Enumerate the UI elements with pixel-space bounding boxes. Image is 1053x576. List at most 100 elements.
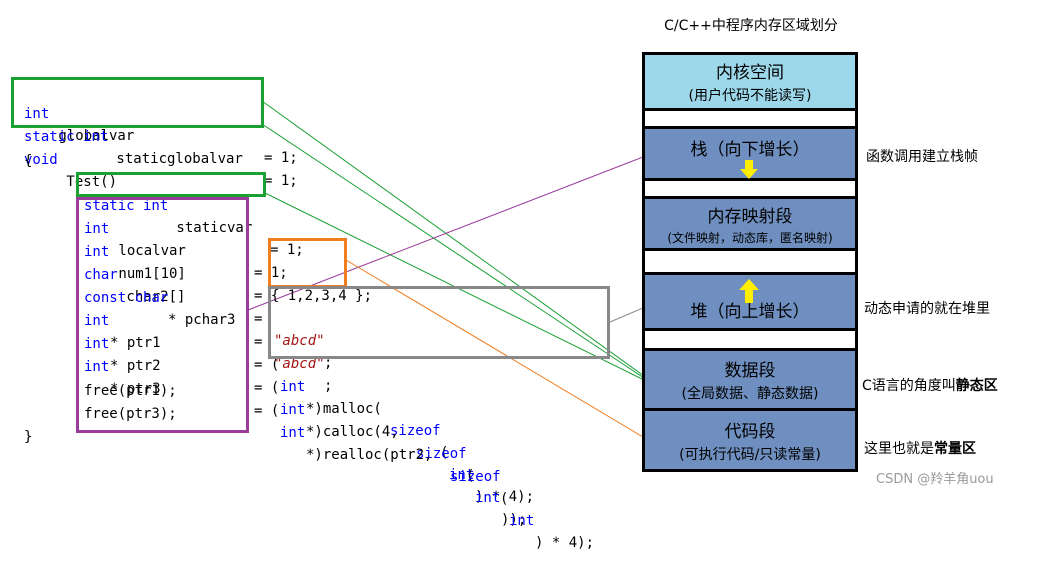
code-line-7: int num1[10] = { 1,2,3,4 }; <box>84 219 372 304</box>
keyword: static int <box>84 198 169 214</box>
gap-segment <box>645 111 855 129</box>
initializer: = 1; <box>264 173 298 189</box>
arrow-up-icon <box>739 279 759 303</box>
keyword: sizeof <box>416 446 467 462</box>
code-block: int globalvar = 1; static int staticglob… <box>24 81 594 551</box>
kernel-sub: (用户代码不能读写) <box>688 88 812 104</box>
note-text-text: 这里也就是 <box>864 441 934 457</box>
call: *)calloc(4, <box>306 424 408 440</box>
kernel-name: 内核空间 <box>716 63 784 83</box>
note-data: C语言的角度叫静态区 <box>862 375 998 395</box>
string-literal: "abcd" <box>274 333 325 349</box>
identifier: staticglobalvar <box>108 151 243 167</box>
kernel-segment: 内核空间 (用户代码不能读写) <box>645 55 855 111</box>
identifier: * ptr2 <box>110 358 161 374</box>
keyword: int <box>84 244 110 260</box>
mmap-segment: 内存映射段 (文件映射，动态库，匿名映射) <box>645 199 855 251</box>
keyword: int <box>475 490 501 506</box>
diagram-title: C/C++中程序内存区域划分 <box>664 18 838 34</box>
initializer: = { 1,2,3,4 }; <box>254 288 373 304</box>
string-literal: "abcd" <box>274 356 325 372</box>
keyword: int <box>280 425 306 441</box>
heap-name: 堆（向上增长） <box>690 302 810 322</box>
semicolon: ; <box>324 355 333 371</box>
paren: ( <box>500 491 509 507</box>
text-name: 代码段 <box>724 421 776 442</box>
gap-segment <box>645 251 855 275</box>
keyword: int <box>509 513 535 529</box>
note-text-bold: 常量区 <box>934 441 976 457</box>
keyword: sizeof <box>450 469 501 485</box>
code-line-11: int * ptr2 = ( int *)calloc(4, sizeof ( … <box>84 311 526 528</box>
code-line-1: int globalvar = 1; <box>24 81 298 166</box>
code-line-13: free(ptr1); <box>84 383 177 399</box>
assign: = ( <box>254 357 280 373</box>
identifier: localvar <box>110 243 186 259</box>
code-line-10: int * ptr1 = ( int *)malloc( sizeof ( in… <box>84 288 534 505</box>
data-name: 数据段 <box>724 361 776 381</box>
semicolon: ; <box>324 378 333 394</box>
code-line-9: const char * pchar3 = "abcd" ; <box>84 265 332 394</box>
code-line-6: int localvar = 1; <box>84 196 288 281</box>
watermark: CSDN @羚羊角uou <box>876 472 994 487</box>
note-data-text: C语言的角度叫 <box>862 378 956 394</box>
assign: = ( <box>254 380 280 396</box>
code-line-12: int * ptr3 = ( int *)realloc(ptr2, sizeo… <box>84 334 594 551</box>
note-stack: 函数调用建立栈帧 <box>866 149 978 165</box>
mmap-sub: (文件映射，动态库，匿名映射) <box>667 230 833 245</box>
assign: = <box>254 334 271 350</box>
call: *)realloc(ptr2, <box>306 447 441 463</box>
function-signature: Test() <box>58 174 118 190</box>
identifier: * ptr1 <box>110 335 161 351</box>
note-text: 这里也就是常量区 <box>864 438 976 458</box>
paren: ( <box>466 468 475 484</box>
identifier: char2[] <box>118 289 186 305</box>
data-sub: (全局数据、静态数据) <box>681 386 819 402</box>
keyword: int <box>84 359 110 375</box>
identifier: * ptr3 <box>110 381 161 397</box>
code-line-15: } <box>24 429 33 445</box>
code-line-2: static int staticglobalvar = 1; <box>24 104 298 189</box>
identifier: num1[10] <box>110 266 186 282</box>
stack-name: 栈（向下增长） <box>690 140 810 160</box>
call-tail: ) * 4); <box>535 535 595 551</box>
initializer: = 1; <box>270 242 304 258</box>
code-line-8: char char2[] = "abcd" ; <box>84 242 332 371</box>
keyword: char <box>84 267 118 283</box>
assign: = ( <box>254 403 280 419</box>
arrow-down-icon <box>740 160 758 179</box>
call: *)malloc( <box>306 401 382 417</box>
identifier: globalvar <box>50 128 135 144</box>
keyword: int <box>84 313 110 329</box>
code-line-14: free(ptr3); <box>84 406 177 422</box>
initializer: = 1; <box>254 265 288 281</box>
paren: ( <box>440 445 449 461</box>
keyword: int <box>84 221 110 237</box>
keyword: int <box>449 467 475 483</box>
identifier: staticvar <box>168 220 253 236</box>
diagram-canvas: int globalvar = 1; static int staticglob… <box>11 18 998 551</box>
gap-segment <box>645 181 855 199</box>
note-data-bold: 静态区 <box>955 378 998 394</box>
assign: = <box>254 311 271 327</box>
keyword: void <box>24 152 58 168</box>
text-sub: (可执行代码/只读常量) <box>679 446 821 463</box>
memory-layout: 内核空间 (用户代码不能读写) 栈（向下增长） 内存映射段 (文件映射，动态库，… <box>642 52 858 472</box>
keyword: int <box>84 336 110 352</box>
code-line-3: void Test() <box>24 127 117 190</box>
note-heap: 动态申请的就在堆里 <box>864 301 990 317</box>
keyword: const char <box>84 290 169 306</box>
keyword: int <box>280 402 306 418</box>
mmap-name: 内存映射段 <box>707 206 793 227</box>
keyword: int <box>24 106 50 122</box>
keyword: static int <box>24 129 109 145</box>
keyword: sizeof <box>390 423 441 439</box>
stack-segment: 栈（向下增长） <box>645 129 855 181</box>
gap-segment <box>645 331 855 351</box>
code-line-5: static int staticvar = 1; <box>84 173 304 258</box>
initializer: = 1; <box>264 150 298 166</box>
text-segment: 代码段 (可执行代码/只读常量) <box>645 411 855 469</box>
identifier: * pchar3 <box>168 312 236 328</box>
keyword: int <box>280 379 306 395</box>
heap-segment: 堆（向上增长） <box>645 275 855 331</box>
